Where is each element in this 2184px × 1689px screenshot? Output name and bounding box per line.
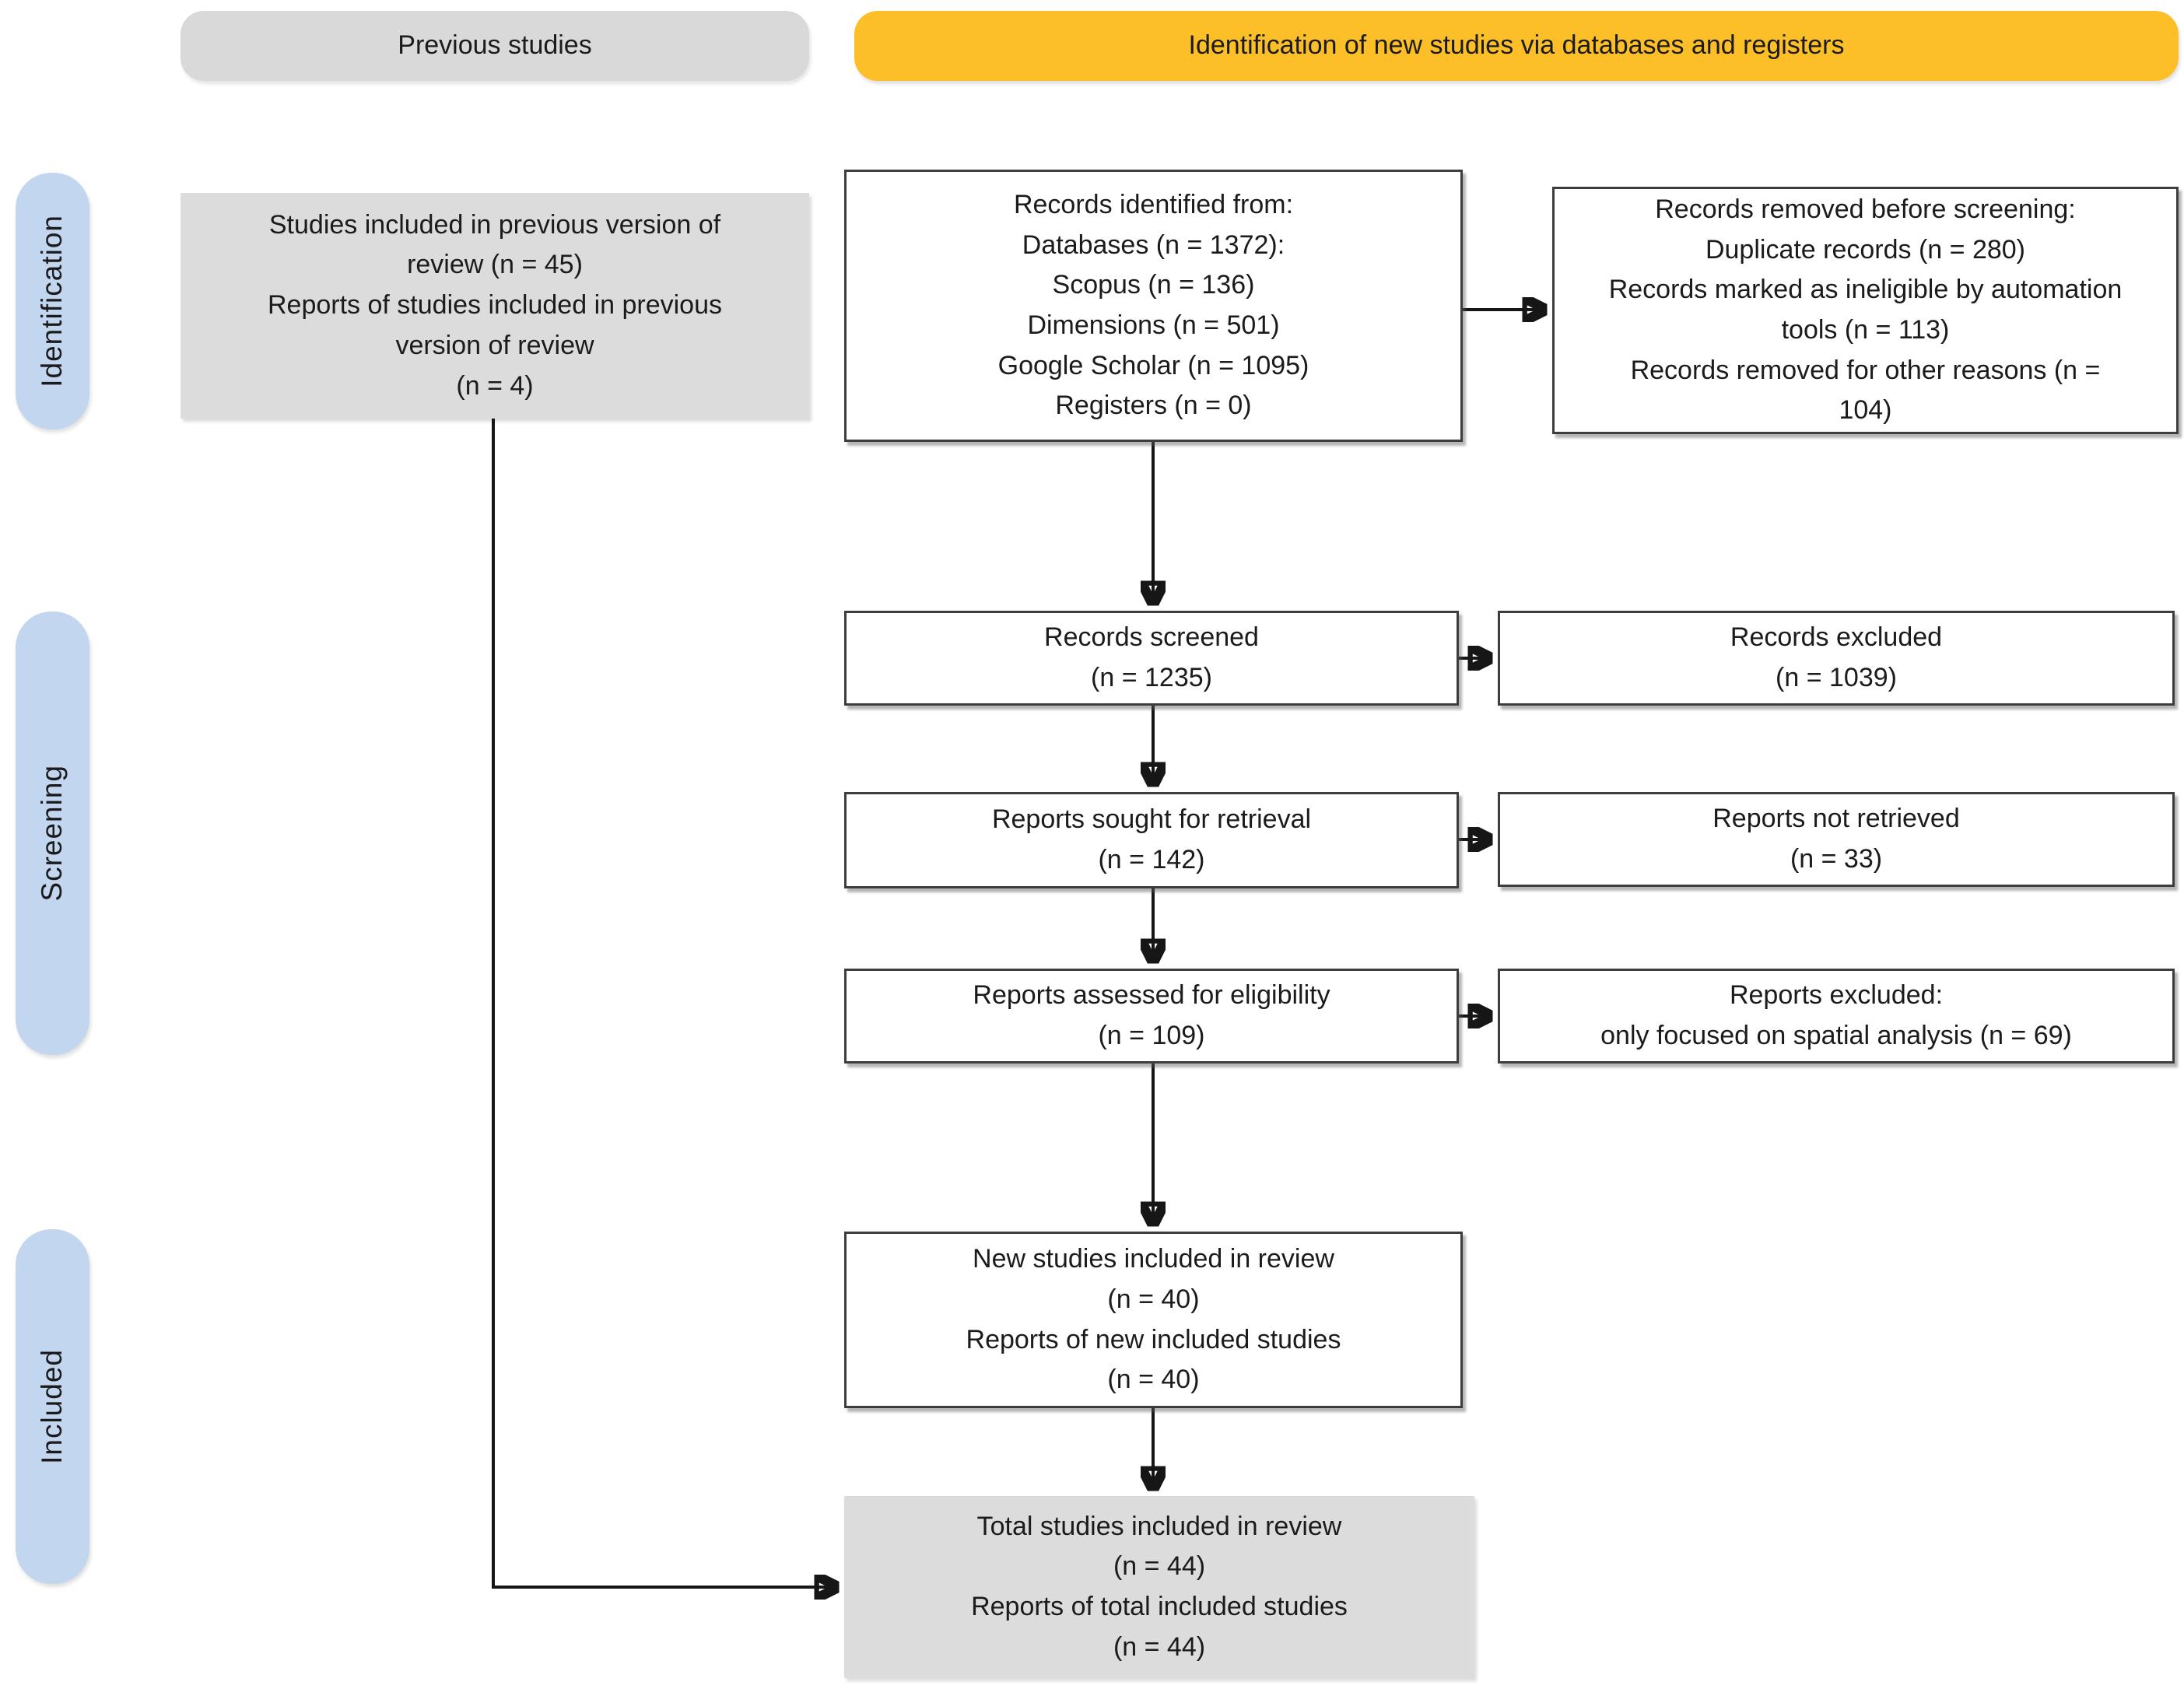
stage-pill-included: Included	[16, 1229, 89, 1584]
stage-label-screening: Screening	[36, 765, 68, 902]
box-reports-sought: Reports sought for retrieval (n = 142)	[844, 792, 1459, 888]
box-previous-review: Studies included in previous version of …	[181, 193, 809, 419]
box-reports-excluded: Reports excluded: only focused on spatia…	[1498, 969, 2175, 1064]
box-reports-not-retrieved: Reports not retrieved (n = 33)	[1498, 792, 2175, 887]
column-header-new-studies: Identification of new studies via databa…	[854, 11, 2179, 81]
stage-label-identification: Identification	[36, 215, 68, 387]
arrow-previous-review-to-total	[492, 419, 834, 1587]
box-records-identified: Records identified from: Databases (n = …	[844, 170, 1463, 442]
column-header-previous-studies: Previous studies	[181, 11, 809, 81]
stage-label-included: Included	[36, 1349, 68, 1464]
stage-pill-identification: Identification	[16, 173, 89, 429]
box-total-studies-included: Total studies included in review (n = 44…	[844, 1496, 1474, 1678]
stage-pill-screening: Screening	[16, 611, 89, 1055]
box-reports-assessed: Reports assessed for eligibility (n = 10…	[844, 969, 1459, 1064]
box-records-removed: Records removed before screening: Duplic…	[1552, 187, 2179, 434]
box-records-excluded: Records excluded (n = 1039)	[1498, 611, 2175, 706]
box-new-studies-included: New studies included in review (n = 40) …	[844, 1232, 1463, 1408]
box-records-screened: Records screened (n = 1235)	[844, 611, 1459, 706]
